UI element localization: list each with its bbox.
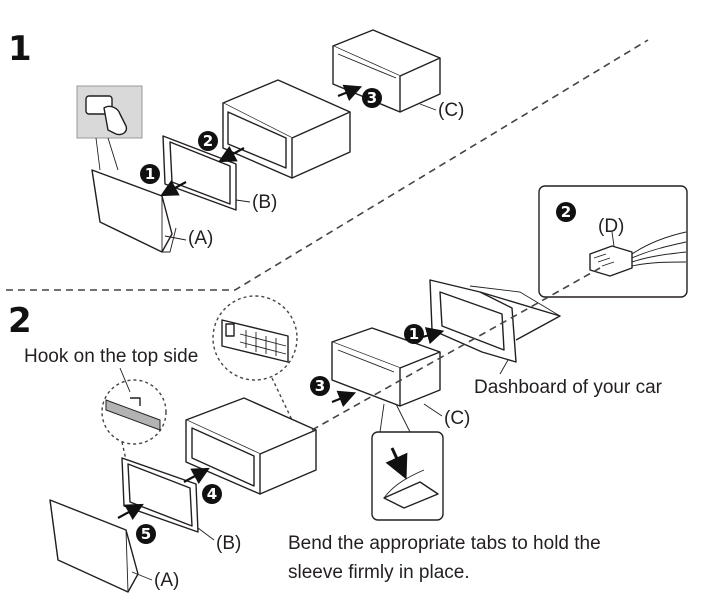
svg-text:1: 1 xyxy=(145,165,155,183)
svg-text:2: 2 xyxy=(203,132,213,150)
head-unit-step2 xyxy=(185,397,317,495)
arrow-4-step2 xyxy=(183,467,210,485)
step-number-1: 1 xyxy=(8,29,32,69)
badge-1-step1: 1 xyxy=(140,164,160,184)
badge-3-step2: 3 xyxy=(310,376,330,396)
dashboard-label: Dashboard of your car xyxy=(474,377,663,398)
sleeve-c-step1 xyxy=(332,29,441,113)
bend-instruction-line2: sleeve firmly in place. xyxy=(288,562,470,583)
arrow-3-step2 xyxy=(331,390,357,408)
part-label-d: (D) xyxy=(598,216,624,237)
part-label-c-2: (C) xyxy=(444,408,470,429)
arrow-3-step1 xyxy=(337,84,363,102)
faceplate-a-step2 xyxy=(49,499,139,593)
badge-4-step2: 4 xyxy=(202,484,222,504)
connector-inset: 2 xyxy=(538,185,688,298)
arrow-5-step2 xyxy=(117,503,144,521)
arrow-1-step1 xyxy=(160,179,187,197)
arrow-2-step1 xyxy=(218,145,245,163)
svg-text:3: 3 xyxy=(315,377,325,395)
badge-5-step2: 5 xyxy=(136,524,156,544)
finger-icon xyxy=(103,105,128,136)
badge-1-step2: 1 xyxy=(404,324,424,344)
trim-plate-b-step1 xyxy=(162,135,237,211)
section-divider xyxy=(6,39,649,291)
connector-d-icon xyxy=(589,245,633,277)
tab-bend-inset xyxy=(371,403,444,521)
sleeve-c-step2 xyxy=(331,327,441,407)
part-label-b-1: (B) xyxy=(252,192,277,213)
step-number-2: 2 xyxy=(8,301,32,341)
dashboard xyxy=(429,279,561,363)
unit-detail-inset xyxy=(212,295,298,421)
badge-2-step2: 2 xyxy=(561,203,571,221)
svg-text:3: 3 xyxy=(367,89,377,107)
svg-text:4: 4 xyxy=(207,485,217,503)
part-label-b-2: (B) xyxy=(216,533,241,554)
part-label-c-1: (C) xyxy=(438,100,464,121)
trim-plate-b-step2 xyxy=(121,457,199,533)
hook-label: Hook on the top side xyxy=(24,346,198,367)
press-inset xyxy=(76,85,143,171)
badge-2-step1: 2 xyxy=(198,131,218,151)
badge-3-step1: 3 xyxy=(362,88,382,108)
part-label-a-1: (A) xyxy=(188,228,213,249)
hook-detail-inset xyxy=(101,379,167,461)
svg-text:1: 1 xyxy=(409,325,419,343)
head-unit-step1 xyxy=(222,79,351,179)
svg-text:5: 5 xyxy=(141,525,151,543)
faceplate-a-step1 xyxy=(91,169,177,253)
bend-instruction-line1: Bend the appropriate tabs to hold the xyxy=(288,533,601,554)
part-label-a-2: (A) xyxy=(154,570,179,591)
